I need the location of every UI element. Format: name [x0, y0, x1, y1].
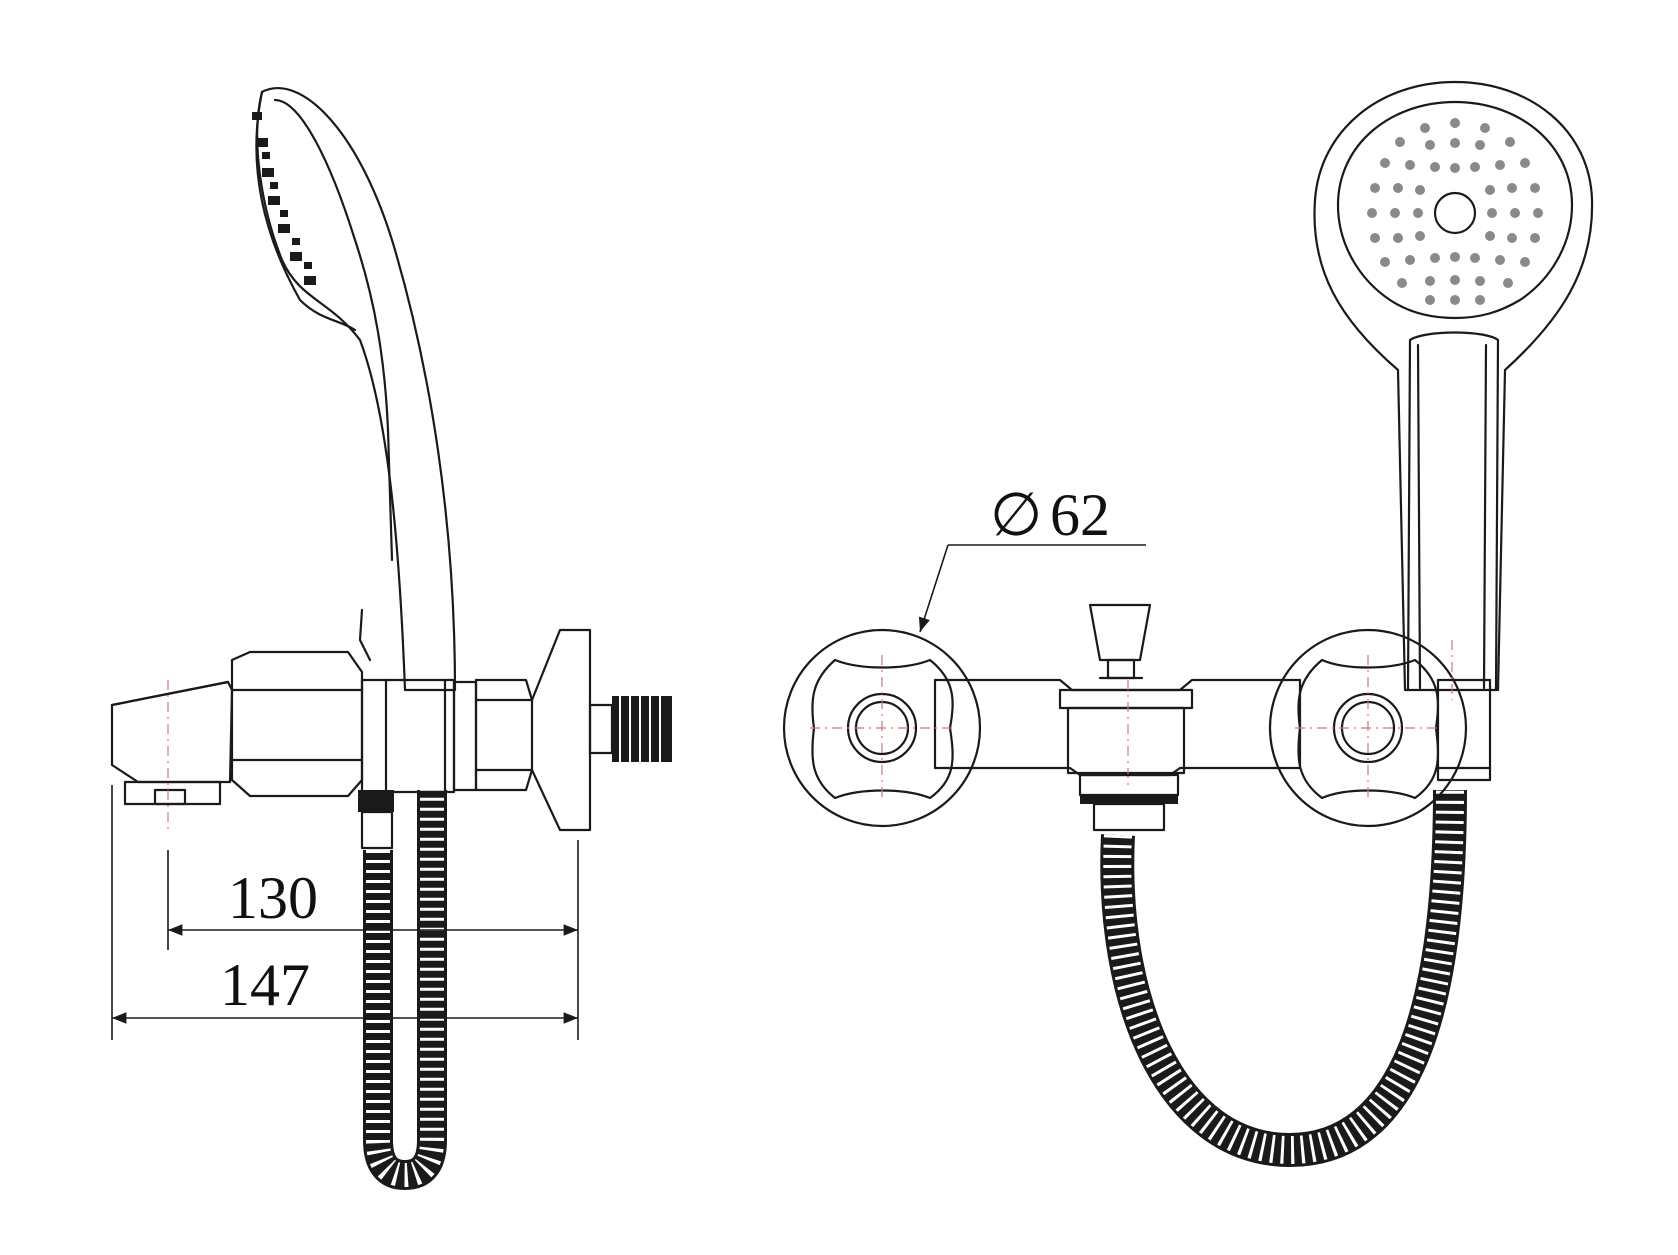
right-handle — [1268, 628, 1468, 828]
nozzle-dots — [252, 112, 316, 285]
hose-front — [1100, 789, 1467, 1168]
diameter-symbol: ∅ — [990, 482, 1042, 548]
hand-shower-front — [1313, 80, 1594, 700]
diameter-leader — [918, 544, 1146, 633]
spout-side — [110, 680, 234, 830]
dimension-62-label: 62 — [1050, 482, 1110, 548]
left-handle — [782, 628, 982, 828]
nozzle-holes — [1367, 118, 1543, 305]
hose-side — [363, 790, 447, 1191]
body-side — [230, 628, 672, 850]
dimension-130-label: 130 — [228, 865, 318, 931]
hand-shower-side — [252, 87, 457, 692]
shower-holder — [1436, 678, 1492, 782]
front-view: ∅ 62 — [782, 80, 1594, 1168]
dimension-147-label: 147 — [220, 952, 310, 1018]
side-view: 130 147 — [110, 87, 672, 1191]
mixer-body-front — [933, 603, 1302, 832]
dimension-lines — [111, 785, 579, 1040]
